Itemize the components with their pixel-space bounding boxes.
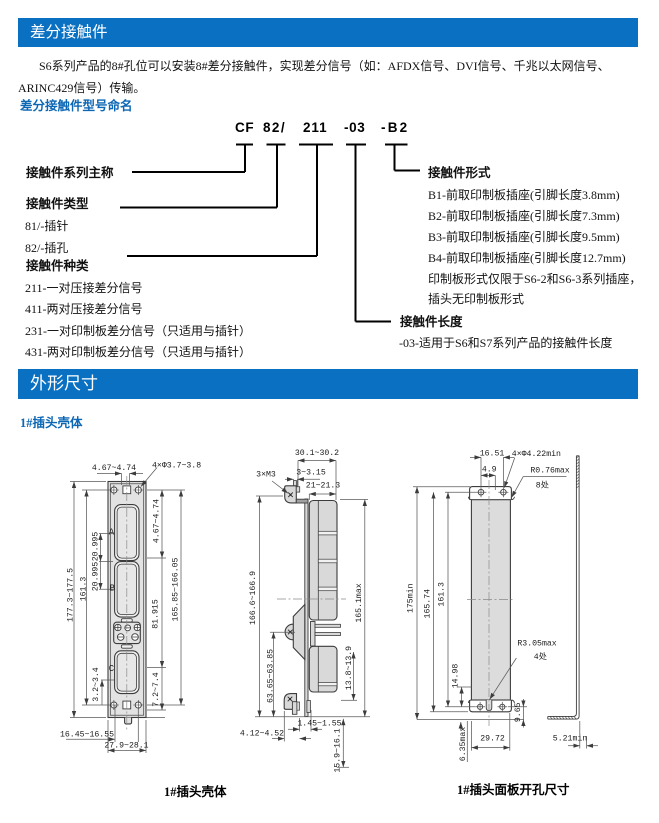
svg-text:165.85~166.05: 165.85~166.05: [172, 557, 181, 621]
svg-text:4.12~4.52: 4.12~4.52: [240, 729, 284, 738]
svg-text:4×Φ4.22min: 4×Φ4.22min: [512, 449, 561, 459]
svg-text:16.45~16.55: 16.45~16.55: [60, 731, 114, 740]
svg-text:20.995: 20.995: [92, 532, 101, 562]
svg-text:13.8~13.9: 13.8~13.9: [345, 646, 354, 690]
svg-text:14.98: 14.98: [452, 664, 461, 689]
svg-text:A: A: [109, 528, 115, 538]
svg-text:3.2~3.4: 3.2~3.4: [92, 667, 101, 701]
svg-text:166.6~166.9: 166.6~166.9: [249, 571, 258, 625]
svg-text:81.915: 81.915: [152, 599, 161, 629]
svg-text:7.2~7.4: 7.2~7.4: [152, 672, 161, 706]
svg-text:21~21.3: 21~21.3: [306, 482, 340, 491]
svg-text:27.9~28.1: 27.9~28.1: [104, 741, 148, 750]
svg-text:4.67~4.74: 4.67~4.74: [153, 499, 162, 543]
svg-text:3~3.15: 3~3.15: [296, 468, 326, 477]
svg-text:4处: 4处: [534, 651, 547, 662]
svg-text:165.74: 165.74: [424, 589, 433, 619]
svg-text:177.3~177.5: 177.3~177.5: [67, 568, 76, 622]
svg-text:R0.76max: R0.76max: [530, 466, 569, 475]
svg-text:16.51: 16.51: [480, 450, 505, 459]
svg-text:4×Φ3.7~3.8: 4×Φ3.7~3.8: [152, 462, 201, 471]
svg-text:C: C: [109, 664, 115, 674]
svg-text:5.21min: 5.21min: [553, 734, 587, 744]
svg-text:B: B: [110, 584, 116, 594]
svg-text:175min: 175min: [406, 583, 416, 613]
svg-text:8处: 8处: [536, 480, 549, 491]
svg-text:20.995: 20.995: [92, 562, 101, 592]
svg-text:63.65~63.85: 63.65~63.85: [267, 649, 276, 703]
svg-text:R3.05max: R3.05max: [517, 639, 556, 648]
svg-text:161.3: 161.3: [80, 577, 89, 602]
svg-text:6.35max: 6.35max: [459, 727, 468, 761]
svg-text:161.3: 161.3: [438, 582, 447, 607]
svg-text:30.1~30.2: 30.1~30.2: [295, 449, 339, 458]
svg-text:4.9: 4.9: [482, 465, 497, 474]
svg-text:3×M3: 3×M3: [256, 471, 276, 480]
svg-text:165.1max: 165.1max: [355, 583, 364, 622]
svg-text:9.65: 9.65: [514, 702, 523, 722]
svg-text:4.67~4.74: 4.67~4.74: [92, 464, 136, 473]
svg-text:1.45~1.55: 1.45~1.55: [297, 719, 341, 728]
svg-text:29.72: 29.72: [480, 735, 505, 744]
svg-text:15.9~16.1: 15.9~16.1: [334, 728, 343, 772]
